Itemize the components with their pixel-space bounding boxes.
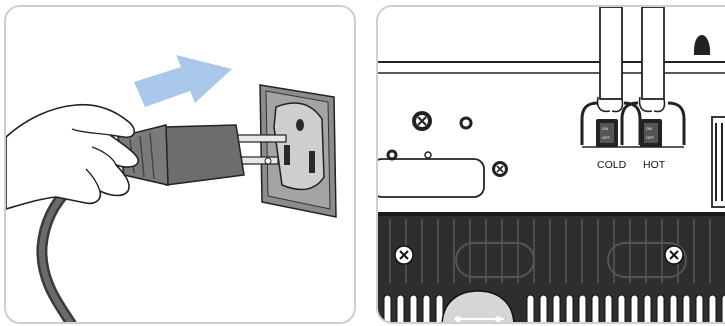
arrow-icon [134,55,232,107]
hand-icon [6,105,138,209]
svg-text:ON: ON [602,126,608,131]
svg-text:OFF: OFF [646,135,655,140]
svg-text:OFF: OFF [602,135,611,140]
screw-icon [492,161,508,177]
vent-grille [378,212,725,324]
rear-panel-drawing: ON OFF ON OFF COLD HOT [378,7,725,324]
plug-in-illustration [4,5,356,324]
screw-icon [412,111,432,131]
plug-in-drawing [6,7,356,324]
switch-icon: ON OFF [596,119,618,147]
switch-icon: ON OFF [640,119,662,147]
svg-text:ON: ON [646,126,652,131]
hot-label: HOT [643,159,666,171]
rear-panel-illustration: ON OFF ON OFF COLD HOT [376,5,725,324]
cold-label: COLD [597,159,627,171]
screw-icon [665,246,683,264]
outlet-icon [260,85,336,217]
screw-icon [395,246,413,264]
